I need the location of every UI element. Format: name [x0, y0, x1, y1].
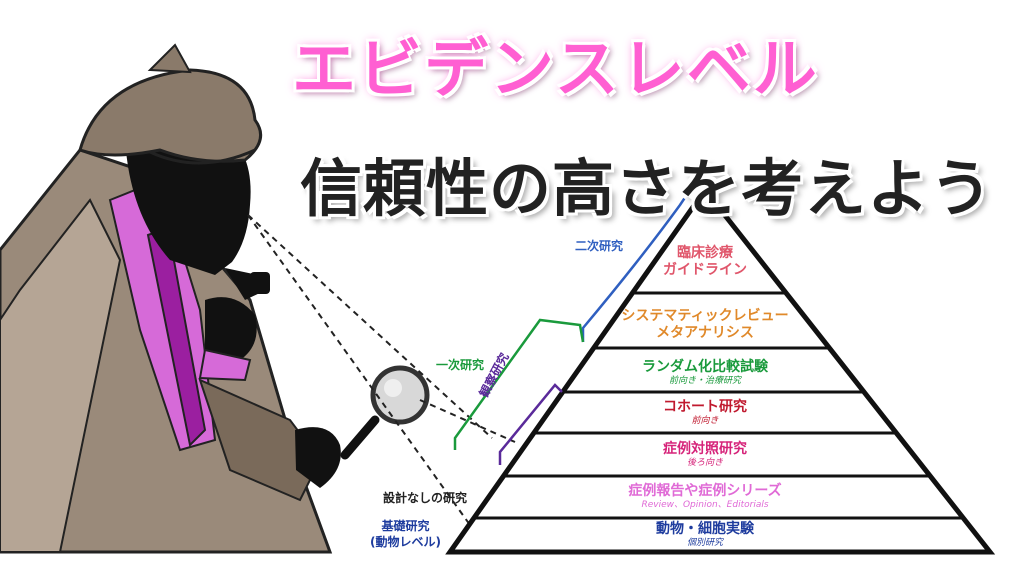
magnifier-lens: [370, 365, 430, 425]
pyramid-level: 症例対照研究後ろ向き: [575, 441, 835, 469]
pyramid-level: 臨床診療ガイドライン: [575, 245, 835, 279]
level-note: Review、Opinion、Editorials: [641, 499, 769, 510]
secondary-research-label: 二次研究: [575, 239, 624, 253]
primary-research-bracket: [453, 318, 585, 450]
level-note: 個別研究: [686, 537, 723, 548]
pyramid-level: 動物・細胞実験個別研究: [575, 521, 835, 549]
level-title: コホート研究: [663, 399, 747, 415]
pyramid-level: コホート研究前向き: [575, 399, 835, 427]
level-title: 動物・細胞実験: [656, 521, 754, 537]
level-title: ランダム化比較試験: [642, 359, 768, 375]
level-title: 臨床診療: [677, 245, 733, 261]
level-note: 前向き: [691, 415, 719, 426]
observational-bracket: [498, 383, 563, 465]
basic-research-line2: (動物レベル): [370, 535, 441, 550]
level-title: 症例報告や症例シリーズ: [628, 483, 782, 499]
primary-research-label: 一次研究: [436, 358, 485, 372]
slide-title: エビデンスレベル: [292, 33, 819, 107]
level-title: システマティックレビュー: [621, 308, 789, 324]
pyramid-level: ランダム化比較試験前向き・治療研究: [575, 359, 835, 387]
basic-research-label: 基礎研究 (動物レベル): [370, 518, 441, 550]
level-title-line2: メタアナリシス: [656, 324, 754, 341]
pyramid-level: システマティックレビューメタアナリシス: [575, 308, 835, 342]
level-note: 後ろ向き: [686, 457, 723, 468]
level-note: 前向き・治療研究: [668, 375, 741, 386]
magnifier-handle: [340, 415, 380, 460]
slide-subtitle: 信頼性の高さを考えよう: [300, 152, 994, 225]
level-title: 症例対照研究: [663, 441, 747, 457]
secondary-research-bracket: [581, 189, 692, 342]
level-title-line2: ガイドライン: [663, 261, 747, 278]
basic-research-line1: 基礎研究: [381, 519, 430, 533]
no-design-research-label: 設計なしの研究: [383, 491, 468, 505]
